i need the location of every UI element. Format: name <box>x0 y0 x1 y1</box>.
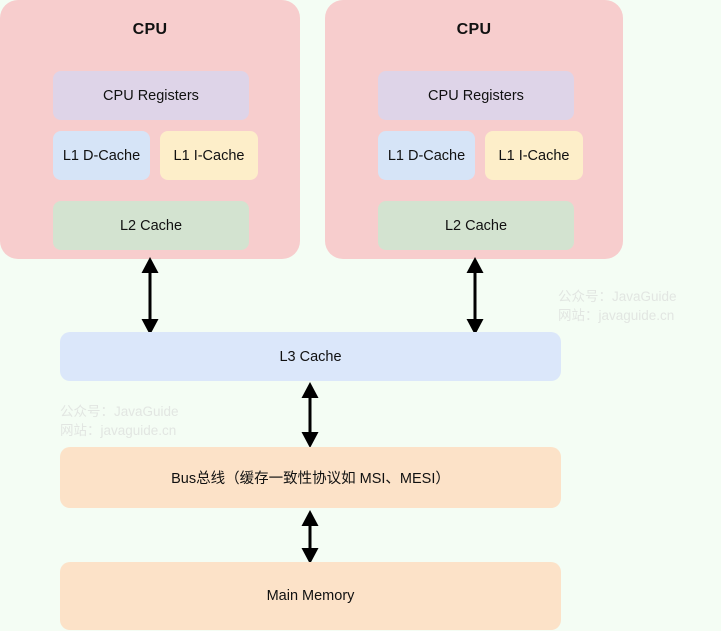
watermark-line-1: 公众号：JavaGuide <box>60 404 179 419</box>
cpu-title-0: CPU <box>132 21 168 38</box>
watermark-top-right: 公众号：JavaGuide 网站：javaguide.cn <box>558 287 677 325</box>
l1-d-cache-0: L1 D-Cache <box>53 131 150 180</box>
main-memory-block: Main Memory <box>60 562 561 630</box>
cpu-registers-1: CPU Registers <box>378 71 574 120</box>
l2-cache-1: L2 Cache <box>378 201 574 250</box>
l1-d-cache-1: L1 D-Cache <box>378 131 475 180</box>
watermark-line-2: 网站：javaguide.cn <box>558 308 675 323</box>
l2-cache-0: L2 Cache <box>53 201 249 250</box>
l1-i-cache-1: L1 I-Cache <box>485 131 583 180</box>
l3-cache-block: L3 Cache <box>60 332 561 381</box>
watermark-line-1: 公众号：JavaGuide <box>558 289 677 304</box>
arrow-l3-to-bus-icon <box>296 382 324 448</box>
arrow-cpu0-to-l3-icon <box>136 257 164 335</box>
cpu-registers-0: CPU Registers <box>53 71 249 120</box>
arrow-cpu1-to-l3-icon <box>461 257 489 335</box>
watermark-mid-left: 公众号：JavaGuide 网站：javaguide.cn <box>60 402 179 440</box>
watermark-line-2: 网站：javaguide.cn <box>60 423 177 438</box>
bus-block: Bus总线（缓存一致性协议如 MSI、MESI） <box>60 447 561 508</box>
cpu-block-0: CPU CPU Registers L1 D-Cache L1 I-Cache … <box>0 0 300 259</box>
l1-i-cache-0: L1 I-Cache <box>160 131 258 180</box>
cpu-title-1: CPU <box>456 21 492 38</box>
arrow-bus-to-main-memory-icon <box>296 510 324 564</box>
cpu-block-1: CPU CPU Registers L1 D-Cache L1 I-Cache … <box>325 0 623 259</box>
